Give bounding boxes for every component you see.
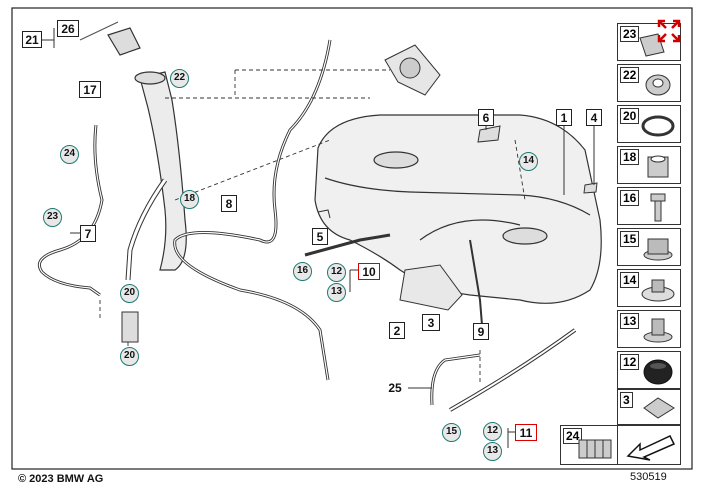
panel-item-16[interactable]: 16 [617,187,681,225]
panel-number: 23 [620,26,640,42]
part-label-6[interactable]: 6 [478,109,494,126]
panel-number: 22 [620,67,640,83]
panel-item-23[interactable]: 23 [617,23,681,61]
part-label-8[interactable]: 8 [221,195,237,212]
nut-icon [645,74,671,96]
panel-number: 12 [620,354,640,370]
fuel-cap [79,21,141,56]
part-label-17[interactable]: 17 [79,81,101,98]
clip-5 [317,209,331,219]
panel-item-22[interactable]: 22 [617,64,681,102]
panel-item-20[interactable]: 20 [617,105,681,143]
circle-label-13-upper[interactable]: 13 [327,283,346,302]
part-label-7[interactable]: 7 [80,225,96,242]
panel-number: 18 [620,149,640,165]
part-label-9[interactable]: 9 [473,323,489,340]
clip-strip-icon [578,439,612,459]
sheet-clip-icon [643,397,675,419]
part-label-5[interactable]: 5 [312,228,328,245]
circle-label-18[interactable]: 18 [180,190,199,209]
bushing-icon [643,318,673,343]
panel-item-13[interactable]: 13 [617,310,681,348]
circle-label-12-lower[interactable]: 12 [483,422,502,441]
pad-6 [477,125,501,143]
circle-label-16[interactable]: 16 [293,262,312,281]
expand-icon[interactable] [656,18,682,44]
rubber-mount-icon [643,359,673,385]
part-label-2[interactable]: 2 [389,322,405,339]
arrow-icon [626,435,676,461]
circle-label-24[interactable]: 24 [60,145,79,164]
part-label-4[interactable]: 4 [586,109,602,126]
fuel-line-8 [173,39,332,381]
circle-label-12-upper[interactable]: 12 [327,263,346,282]
pad-4 [583,182,598,194]
circle-label-15[interactable]: 15 [442,423,461,442]
strap-10 [304,233,391,257]
filler-neck [134,71,187,271]
diagram-frame [11,7,693,470]
part-label-11[interactable]: 11 [515,424,537,441]
panel-item-14[interactable]: 14 [617,269,681,307]
panel-item-15[interactable]: 15 [617,228,681,266]
bolt-icon [650,193,666,222]
hose-piece [121,311,139,343]
panel-number: 24 [563,428,583,444]
circle-label-20-lower[interactable]: 20 [120,347,139,366]
part-label-25[interactable]: 25 [388,381,402,395]
circle-label-14[interactable]: 14 [519,152,538,171]
circle-label-22[interactable]: 22 [170,69,189,88]
part-label-26[interactable]: 26 [57,20,79,37]
panel-item-24[interactable]: 24 [560,425,618,465]
hex-nut-icon [647,155,669,178]
fuel-line-9 [469,239,483,326]
spring-nut-icon [641,279,675,302]
part-label-1[interactable]: 1 [556,109,572,126]
panel-number: 13 [620,313,640,329]
diagram-number: 530519 [630,471,667,483]
circle-label-23[interactable]: 23 [43,208,62,227]
hose-clamp-icon [641,115,675,137]
navigate-arrow-button[interactable] [617,425,681,465]
circle-label-20-upper[interactable]: 20 [120,284,139,303]
panel-item-18[interactable]: 18 [617,146,681,184]
part-label-10[interactable]: 10 [358,263,380,280]
panel-number: 15 [620,231,640,247]
panel-number: 20 [620,108,640,124]
fuel-pump-assembly [384,44,441,96]
panel-item-12[interactable]: 12 [617,351,681,389]
panel-number: 14 [620,272,640,288]
copyright-text: © 2023 BMW AG [18,473,104,485]
heat-shield [399,264,463,311]
part-label-3[interactable]: 3 [422,314,440,331]
flange-nut-icon [643,238,673,261]
panel-number: 3 [620,392,633,408]
filler-hose [125,178,168,281]
panel-number: 16 [620,190,640,206]
part-label-21[interactable]: 21 [22,31,42,48]
circle-label-13-lower[interactable]: 13 [483,442,502,461]
panel-item-3[interactable]: 3 [617,389,681,425]
